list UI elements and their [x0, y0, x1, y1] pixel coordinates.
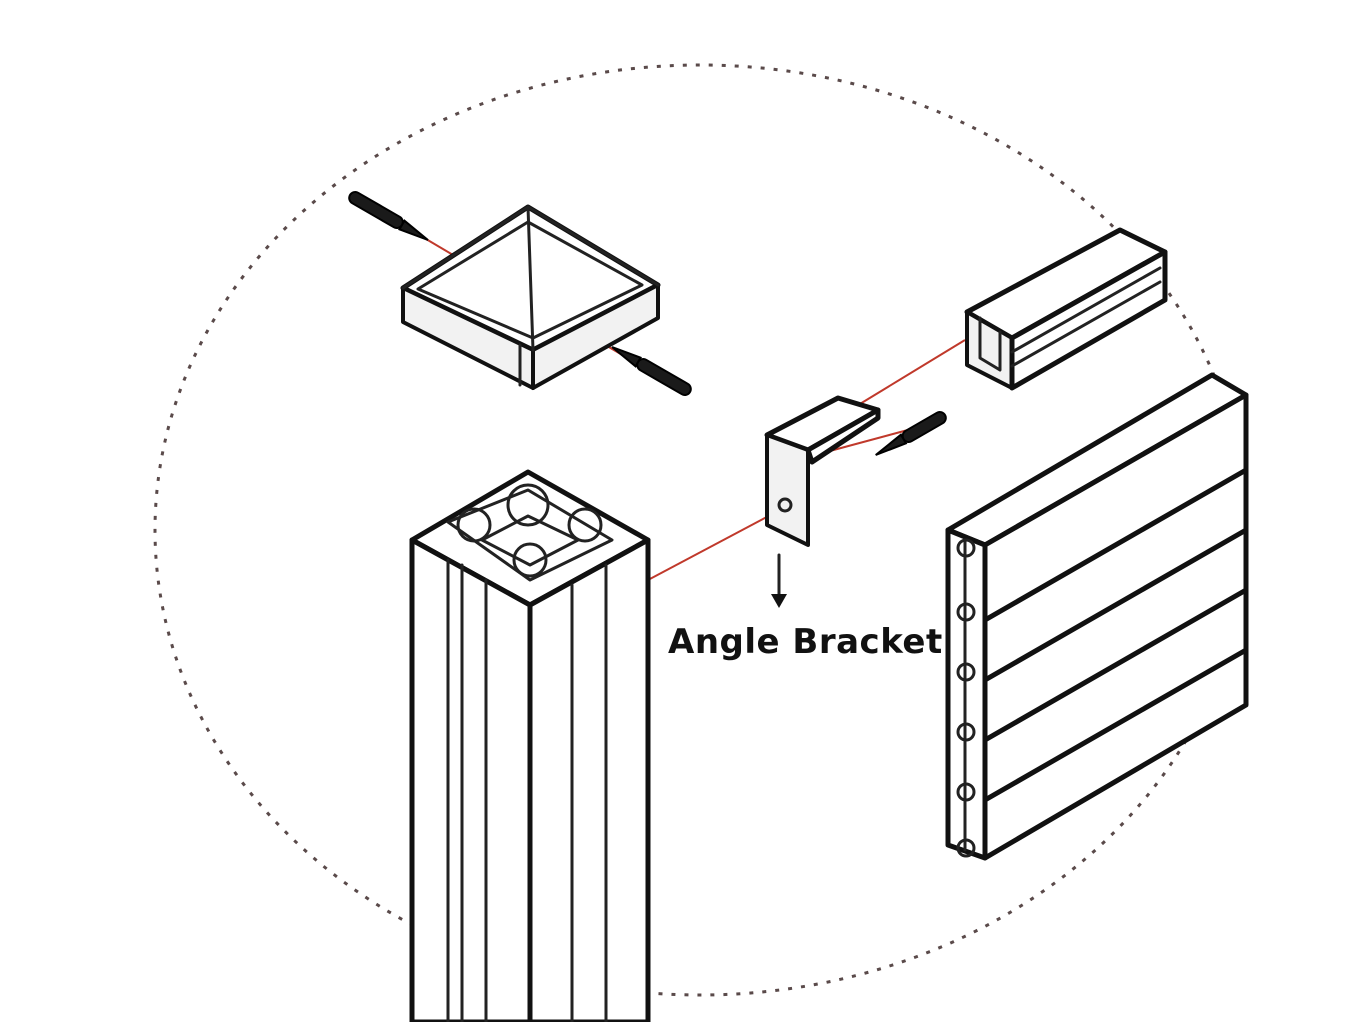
- angle-bracket-label: Angle Bracket: [668, 622, 943, 662]
- screw-icon: [348, 191, 947, 456]
- slat-panel-icon: [945, 372, 1249, 861]
- bracket-icon: [764, 395, 881, 547]
- square-post-icon: [409, 469, 651, 1022]
- pyramid-cap-icon: [400, 204, 661, 390]
- u-channel-icon: [964, 227, 1168, 391]
- callout-arrow: [771, 553, 787, 608]
